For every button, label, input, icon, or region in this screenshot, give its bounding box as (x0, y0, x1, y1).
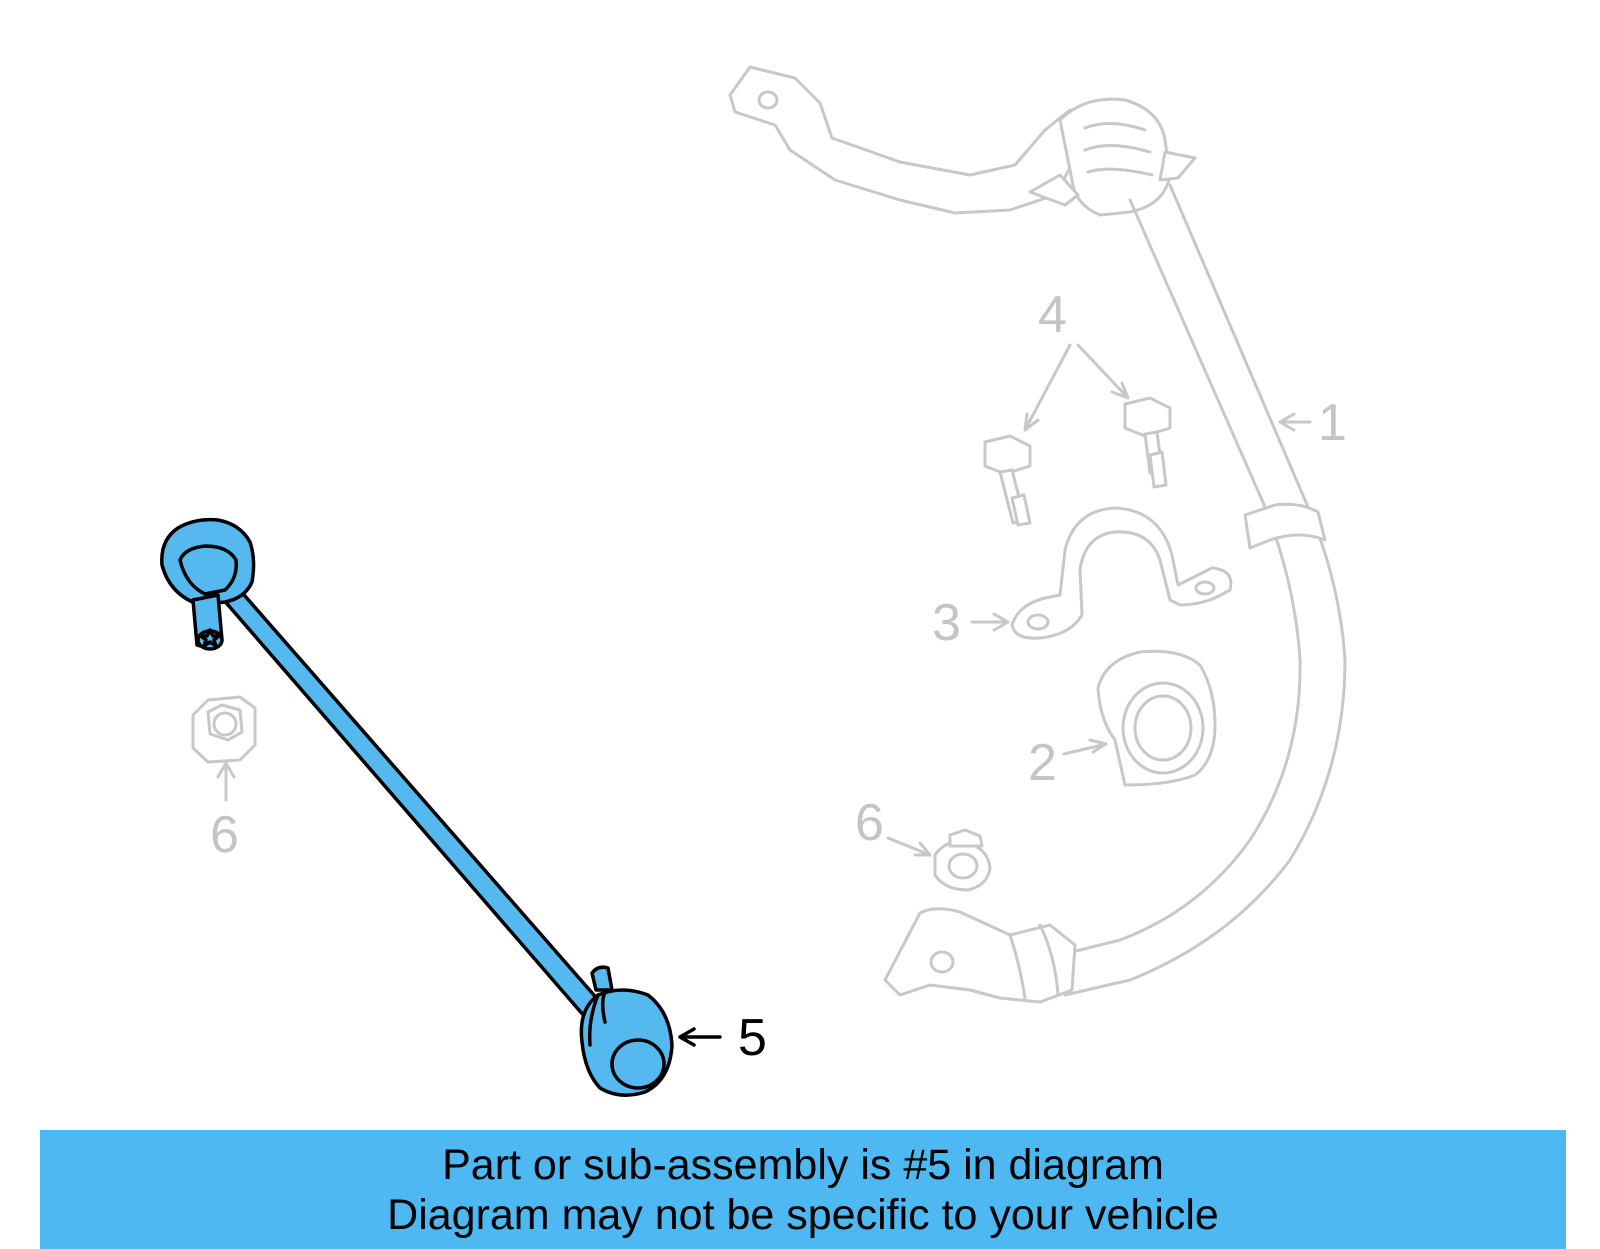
nut-right[interactable]: 6 (855, 794, 992, 892)
stabilizer-bar-shaft (1058, 198, 1302, 957)
stabilizer-link[interactable]: 5 (160, 517, 767, 1097)
callout-label-6-left: 6 (210, 806, 239, 864)
upper-end-hole (757, 90, 779, 110)
callout-label-2: 2 (1028, 734, 1057, 792)
lower-end-hole (929, 950, 955, 974)
callout-label-1: 1 (1318, 394, 1347, 452)
callout-arrow (1062, 738, 1108, 756)
callout-arrow (970, 612, 1010, 632)
bolts[interactable]: 4 (983, 286, 1172, 527)
callout-arrow (1023, 343, 1130, 432)
stabilizer-bar-upper-end (728, 65, 1082, 215)
callout-arrow (216, 761, 236, 802)
banner-line-2: Diagram may not be specific to your vehi… (387, 1191, 1219, 1239)
lower-ball-stud (590, 965, 614, 992)
callout-label-5: 5 (738, 1009, 767, 1067)
callout-arrow (678, 1027, 722, 1047)
bushing[interactable]: 2 (1028, 649, 1217, 792)
callout-label-3: 3 (932, 594, 961, 652)
nut-left[interactable]: 6 (191, 695, 257, 864)
bracket-body (1010, 506, 1233, 640)
callout-arrow (886, 836, 932, 857)
bracket-hole-right (1194, 580, 1216, 596)
bracket-hole-left (1026, 613, 1050, 631)
bracket[interactable]: 3 (932, 506, 1233, 652)
callout-arrow (1278, 412, 1312, 432)
stabilizer-bar-lower-end (883, 907, 1077, 1004)
callout-label-6-right: 6 (855, 794, 884, 852)
stabilizer-link-rod (220, 586, 616, 1034)
callout-label-4: 4 (1038, 286, 1067, 344)
stabilizer-bar[interactable]: 1 (728, 65, 1347, 1004)
stabilizer-bar-sleeve (1243, 502, 1327, 550)
torx-icon (199, 628, 221, 648)
bolt-left (983, 434, 1032, 527)
bolt-right (1123, 396, 1172, 489)
banner-line-1: Part or sub-assembly is #5 in diagram (442, 1141, 1164, 1189)
info-banner: Part or sub-assembly is #5 in diagram Di… (40, 1130, 1566, 1249)
